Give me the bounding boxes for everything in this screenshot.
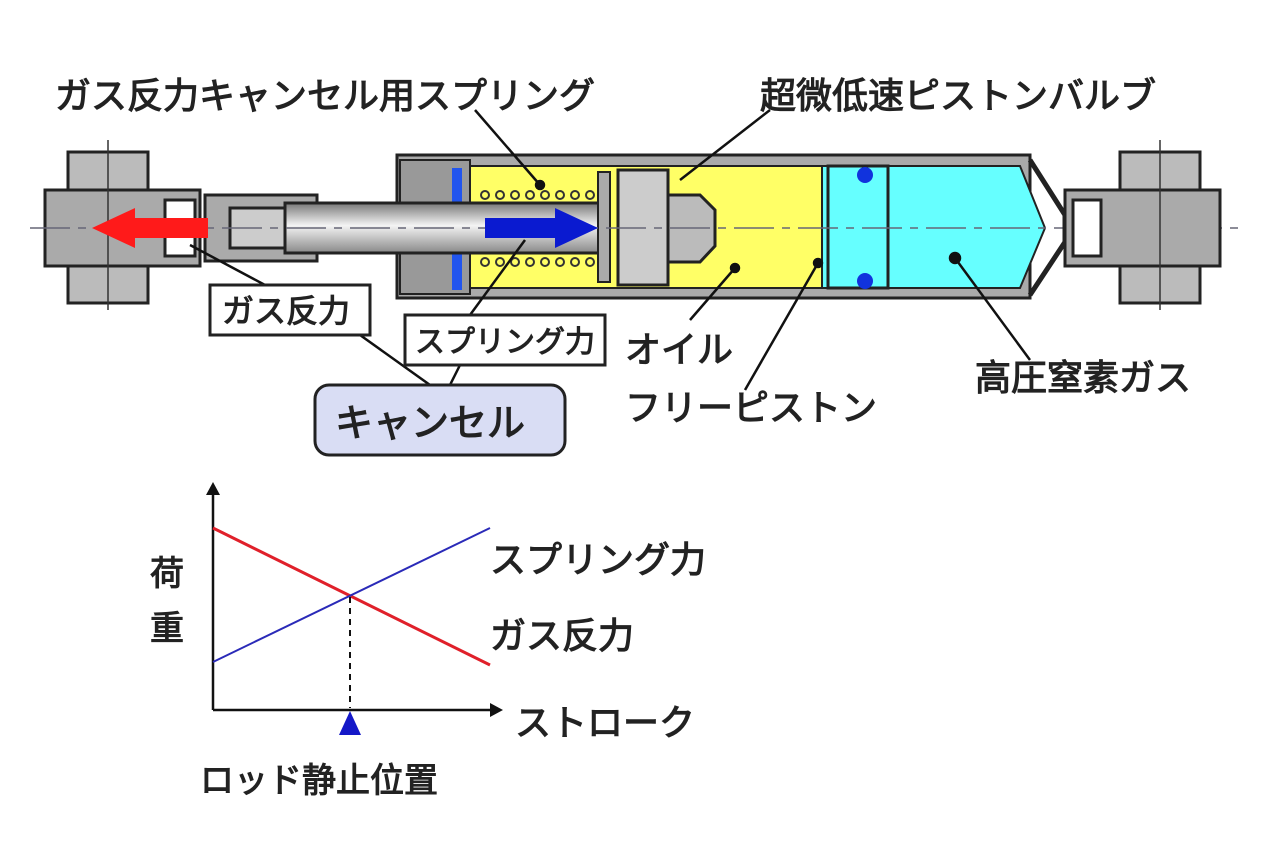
spring-force-box	[403, 313, 607, 367]
spring-force-label: スプリング力	[415, 325, 595, 360]
cancel-label: キャンセル	[335, 401, 525, 445]
spring-series-label: スプリング力	[490, 540, 706, 581]
y-axis-arrow-icon	[206, 482, 220, 495]
free-piston-label: フリーピストン	[625, 388, 877, 429]
y-label-1: 荷	[150, 554, 184, 594]
oil-label: オイル	[625, 330, 733, 371]
valve-title-label: 超微低速ピストンバルブ	[760, 75, 1156, 117]
spring-force-line	[212, 527, 491, 663]
spring-title-label: ガス反力キャンセル用スプリング	[55, 76, 595, 117]
right-clevis	[107, 140, 1222, 310]
leader-lines	[189, 109, 1032, 391]
gas-reaction-box	[208, 283, 372, 337]
nitrogen-gas-label: 高圧窒素ガス	[975, 358, 1191, 399]
rest-position-label: ロッド静止位置	[200, 761, 438, 801]
rest-position-marker-icon	[339, 711, 361, 735]
y-label-2: 重	[150, 609, 184, 649]
cancel-box	[313, 383, 567, 457]
x-axis-arrow-icon	[490, 703, 503, 717]
spring-force-arrow	[485, 208, 598, 248]
gas-reaction-arrow	[92, 208, 208, 248]
free-piston	[826, 164, 890, 290]
gas-reaction-line	[212, 526, 491, 667]
x-axis-label: ストローク	[515, 703, 695, 744]
gas-series-label: ガス反力	[490, 616, 634, 657]
load-stroke-graph: 荷 重 スプリング力 ガス反力 ストローク ロッド静止位置	[150, 482, 706, 801]
gas-reaction-label: ガス反力	[222, 292, 350, 330]
